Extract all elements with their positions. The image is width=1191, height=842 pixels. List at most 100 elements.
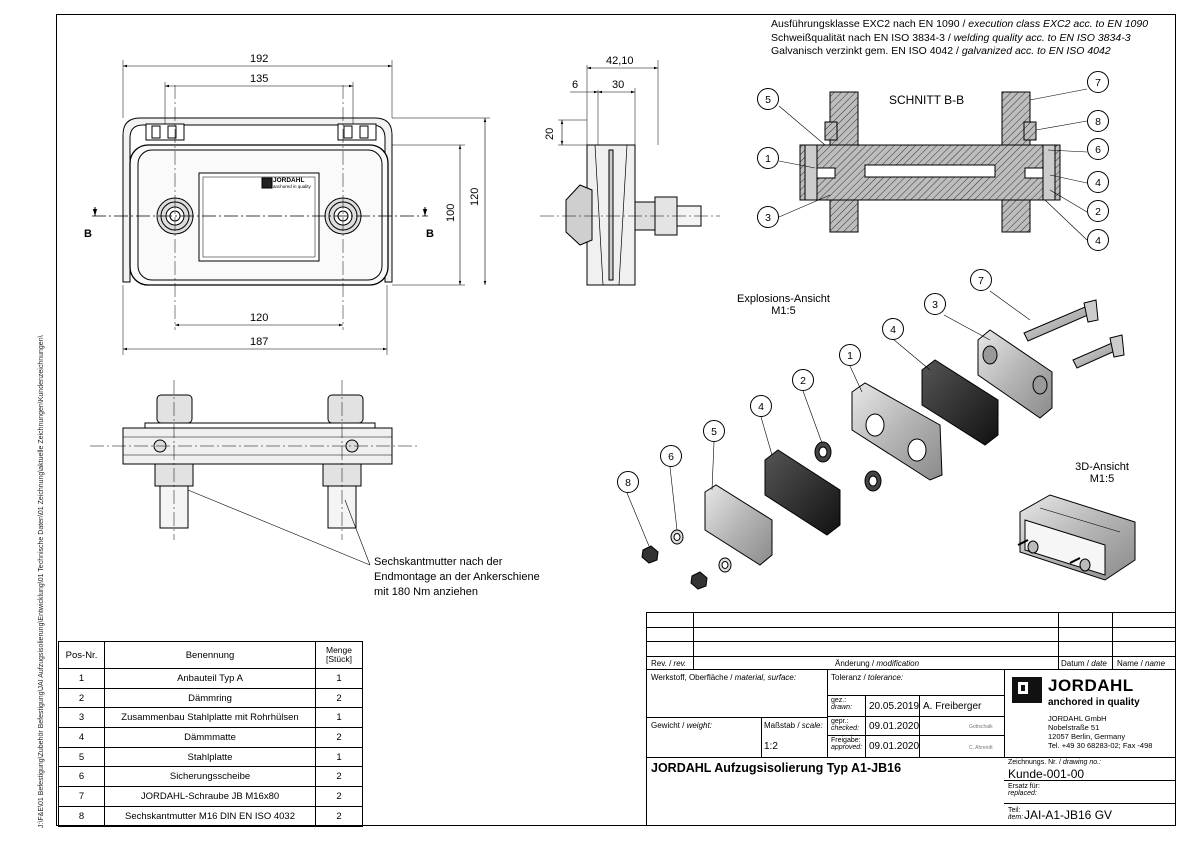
title-block: Rev. / rev. Änderung / modification Datu… — [646, 612, 1175, 826]
cell-pos: 3 — [58, 707, 105, 729]
explosion-title: Explosions-Ansicht — [737, 293, 830, 305]
section-bubble: 6 — [1087, 138, 1109, 160]
drawing-no-label: Zeichnungs. Nr. / drawing no.: — [1008, 759, 1101, 766]
replaced-label: Ersatz für:replaced: — [1008, 783, 1040, 797]
explosion-title-box: Explosions-Ansicht M1:5 — [726, 293, 841, 317]
plate-brand: JORDAHL — [273, 177, 305, 184]
front-view — [92, 60, 490, 355]
drawing-title: JORDAHL Aufzugsisolierung Typ A1-JB16 — [651, 761, 902, 775]
explosion-bubble: 2 — [792, 369, 814, 391]
drawn-label: gez.:drawn: — [831, 697, 853, 711]
item-label: Teil:item: — [1008, 807, 1024, 821]
exploded-view — [641, 299, 1125, 590]
cell-pos: 8 — [58, 805, 105, 827]
cell-name: Zusammenbau Stahlplatte mit Rohrhülsen — [104, 707, 316, 729]
section-bubble: 1 — [757, 147, 779, 169]
explosion-bubble: 3 — [924, 293, 946, 315]
dim-120-side: 120 — [469, 187, 481, 206]
cell-qty: 2 — [315, 786, 363, 807]
cell-pos: 1 — [58, 668, 105, 689]
cell-qty: 2 — [315, 805, 363, 827]
parts-header-row: Pos-Nr. Benennung Menge [Stück] — [58, 641, 363, 669]
cell-name: Stahlplatte — [104, 746, 316, 768]
drawing-frame — [56, 14, 1176, 826]
cell-qty: 1 — [315, 707, 363, 729]
cell-name: Sicherungsscheibe — [104, 766, 316, 788]
dim-192: 192 — [250, 53, 269, 65]
bottom-view — [90, 380, 420, 566]
side-view — [540, 60, 720, 286]
explosion-bubble: 1 — [839, 344, 861, 366]
cell-pos: 6 — [58, 766, 105, 788]
note-3-de: Galvanisch verzinkt gem. EN ISO 4042 / — [771, 45, 959, 57]
approved-name: C. Ahrendt — [969, 745, 993, 751]
explosion-leaders — [626, 290, 1031, 547]
section-bubble: 8 — [1087, 110, 1109, 132]
cell-qty: 1 — [315, 746, 363, 768]
header-name: Benennung — [104, 641, 316, 669]
torque-line-1: Sechskantmutter nach der — [374, 556, 503, 568]
section-view — [799, 91, 1061, 233]
plate-tagline: anchored in quality — [273, 184, 311, 189]
section-mark-left: B — [84, 228, 92, 240]
dim-42-10: 42,10 — [606, 55, 634, 67]
material-label: Werkstoff, Oberfläche / material, surfac… — [651, 673, 797, 682]
weight-label: Gewicht / weight: — [651, 721, 712, 730]
note-2-en: welding quality acc. to EN ISO 3834-3 — [953, 31, 1131, 44]
explosion-bubble: 7 — [970, 269, 992, 291]
cell-pos: 5 — [58, 746, 105, 768]
checked-date: 09.01.2020 — [869, 721, 920, 732]
3d-scale: M1:5 — [1089, 473, 1115, 485]
cell-qty: 2 — [315, 727, 363, 748]
section-mark-right: B — [426, 228, 434, 240]
cell-qty: 2 — [315, 766, 363, 788]
cell-pos: 4 — [58, 727, 105, 748]
drawn-date: 20.05.2019 — [869, 701, 920, 712]
torque-line-3: mit 180 Nm anziehen — [374, 586, 478, 598]
change-header: Änderung / modification — [835, 659, 920, 668]
approved-date: 09.01.2020 — [869, 741, 920, 752]
cell-name: Anbauteil Typ A — [104, 668, 316, 689]
name-header: Name / name — [1117, 659, 1166, 668]
3d-title-box: 3D-Ansicht M1:5 — [1062, 461, 1142, 485]
3d-view — [1017, 494, 1136, 581]
scale-value: 1:2 — [764, 741, 778, 752]
general-notes: Ausführungsklasse EXC2 nach EN 1090 / ex… — [771, 18, 1148, 59]
explosion-bubble: 4 — [750, 395, 772, 417]
explosion-bubble: 6 — [660, 445, 682, 467]
cell-name: Dämmring — [104, 687, 316, 709]
tolerance-label: Toleranz / tolerance: — [831, 673, 904, 682]
cell-qty: 2 — [315, 687, 363, 709]
cell-qty: 1 — [315, 668, 363, 689]
approved-label: Freigabe:approved: — [831, 737, 863, 751]
rev-header: Rev. / rev. — [651, 659, 687, 668]
date-header: Datum / date — [1061, 659, 1107, 668]
section-title: SCHNITT B-B — [889, 93, 965, 107]
scale-label: Maßstab / scale: — [764, 721, 823, 730]
dim-20: 20 — [544, 127, 556, 140]
dim-120-bottom: 120 — [250, 312, 269, 324]
explosion-bubble: 8 — [617, 471, 639, 493]
dim-30: 30 — [612, 79, 625, 91]
dim-135: 135 — [250, 73, 269, 85]
section-bubble: 4 — [1087, 171, 1109, 193]
dim-6: 6 — [572, 79, 579, 91]
explosion-bubble: 5 — [703, 420, 725, 442]
explosion-bubble: 4 — [882, 318, 904, 340]
drawn-name: A. Freiberger — [923, 701, 982, 712]
dim-100: 100 — [445, 203, 457, 222]
section-leaders — [778, 88, 1088, 241]
checked-name: Gottschalk — [969, 724, 993, 730]
dim-187: 187 — [250, 336, 269, 348]
cell-pos: 2 — [58, 687, 105, 709]
section-bubble: 2 — [1087, 200, 1109, 222]
